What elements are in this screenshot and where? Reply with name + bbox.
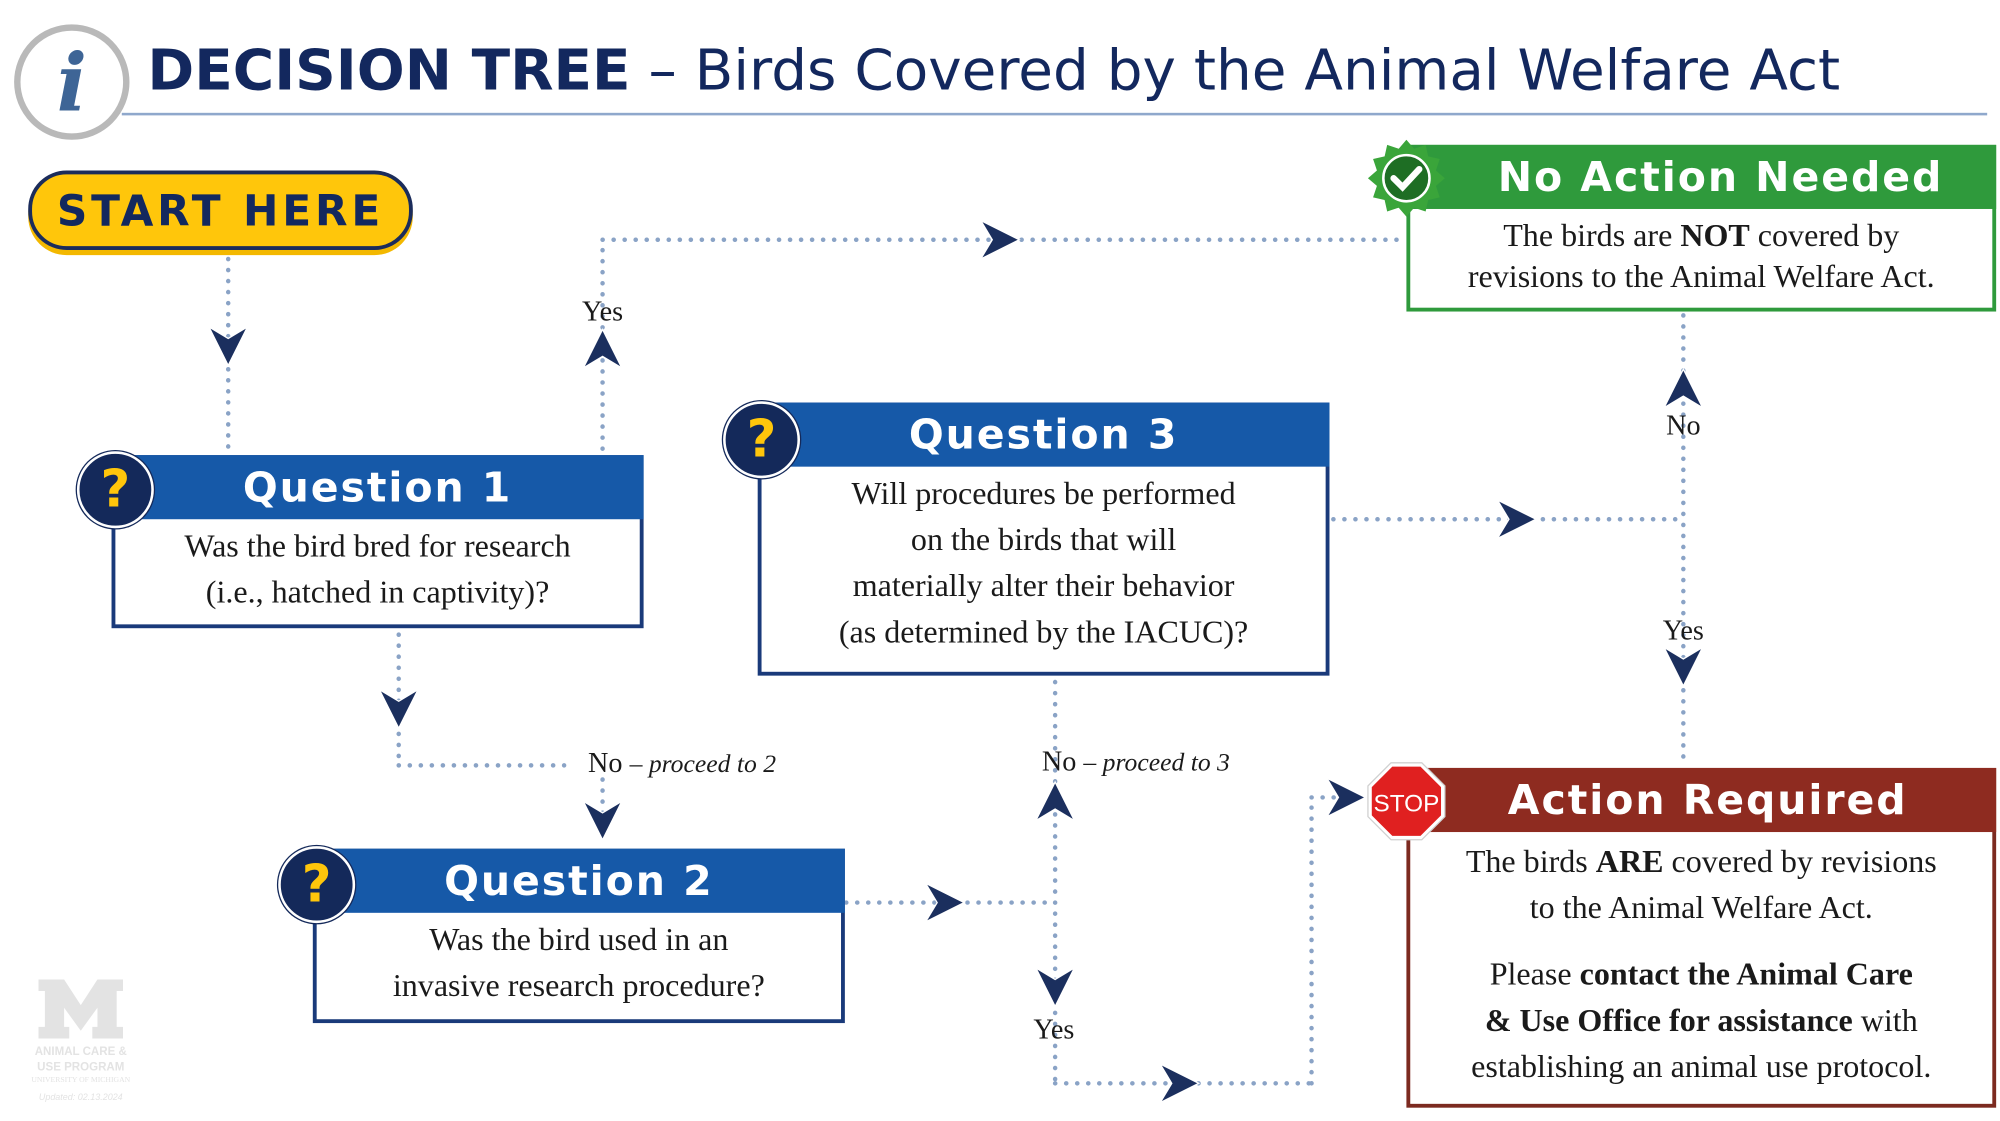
arrowhead-icon — [581, 799, 624, 842]
question-3-box: Question 3 Will procedures be performed … — [757, 402, 1330, 676]
block-m-logo — [38, 979, 124, 1039]
question-mark-icon: ? — [723, 401, 800, 479]
q2-yes-label: Yes — [1033, 1012, 1075, 1045]
no-action-box: No Action Needed The birds are NOT cover… — [1406, 144, 1997, 312]
text: Please — [1489, 957, 1580, 993]
arrowhead-icon — [979, 218, 1021, 261]
title-rest: – Birds Covered by the Animal Welfare Ac… — [630, 38, 1841, 104]
text-line: & Use Office for assistance with — [1410, 999, 1992, 1045]
no-action-text: The birds are NOT covered by revisions t… — [1410, 209, 1992, 299]
arrowhead-icon — [377, 688, 420, 730]
question-1-title: Question 1 — [111, 455, 644, 520]
q3-no-label: No — [1666, 408, 1701, 442]
q1-no-label: No – proceed to 2 — [588, 746, 776, 779]
arrowhead-icon — [1034, 780, 1076, 823]
question-1-box: Question 1 Was the bird bred for researc… — [111, 455, 644, 629]
arrowhead-icon — [923, 881, 966, 924]
arrowhead-icon — [1158, 1062, 1201, 1105]
question-1-text: Was the bird bred for research (i.e., ha… — [115, 519, 639, 616]
question-3-title: Question 3 — [757, 402, 1330, 467]
text-line: The birds are NOT covered by — [1410, 217, 1992, 258]
question-2-box: Question 2 Was the bird used in an invas… — [312, 848, 845, 1024]
text-line: The birds ARE covered by revisions — [1410, 840, 1992, 886]
text-line: establishing an animal use protocol. — [1471, 1049, 1932, 1085]
arrowhead-icon — [1495, 498, 1538, 541]
arrowhead-icon — [1662, 645, 1705, 688]
text-note: – proceed to 3 — [1083, 748, 1230, 777]
logo-line-1: ANIMAL CARE & — [34, 1044, 127, 1058]
question-2-title: Question 2 — [312, 848, 845, 913]
arrowhead-icon — [1662, 367, 1705, 410]
arrowhead-icon — [581, 328, 624, 370]
question-mark-icon: ? — [76, 451, 154, 529]
q1-yes-label: Yes — [582, 294, 624, 327]
text-line: (as determined by the IACUC)? — [838, 615, 1249, 650]
start-here-badge: START HERE — [28, 170, 413, 250]
q2-no-label: No – proceed to 3 — [1042, 745, 1230, 778]
logo-line-3: UNIVERSITY OF MICHIGAN — [31, 1076, 131, 1085]
text-line: Will procedures be performed — [851, 476, 1236, 512]
title-divider — [121, 112, 1988, 116]
text: covered by revisions — [1663, 844, 1937, 880]
info-icon: i — [14, 24, 130, 140]
text-line: (i.e., hatched in captivity)? — [205, 575, 550, 611]
check-badge-icon — [1367, 139, 1445, 217]
text: The birds are — [1503, 219, 1681, 254]
action-required-title: Action Required — [1406, 767, 1997, 833]
text: No — [1041, 744, 1077, 777]
arrowhead-icon — [1325, 776, 1367, 819]
text-line: Was the bird bred for research — [184, 529, 571, 565]
question-3-text: Will procedures be performed on the bird… — [762, 467, 1326, 657]
text-line: Please contact the Animal Care — [1410, 953, 1992, 999]
action-required-box: Action Required The birds ARE covered by… — [1406, 767, 1997, 1108]
text-bold: ARE — [1595, 844, 1664, 880]
title-bold: DECISION TREE — [147, 38, 631, 104]
university-logo-watermark: ANIMAL CARE & USE PROGRAM UNIVERSITY OF … — [13, 979, 149, 1105]
text-line: Was the bird used in an — [429, 923, 729, 958]
q3-yes-label: Yes — [1662, 614, 1704, 647]
text-bold: NOT — [1680, 219, 1750, 254]
text-line: revisions to the Animal Welfare Act. — [1467, 260, 1935, 295]
logo-line-2: USE PROGRAM — [37, 1060, 125, 1074]
stop-label: STOP — [1373, 791, 1439, 818]
arrowhead-icon — [1034, 966, 1076, 1008]
text: with — [1852, 1003, 1918, 1039]
text-line: on the birds that will — [910, 523, 1177, 558]
text: No — [588, 746, 623, 779]
text-bold: & Use Office for assistance — [1484, 1003, 1853, 1039]
text-line: invasive research procedure? — [392, 969, 765, 1004]
text: covered by — [1749, 219, 1900, 254]
stop-sign-icon: STOP — [1367, 762, 1446, 841]
text-line: to the Animal Welfare Act. — [1529, 891, 1873, 926]
text: The birds — [1465, 844, 1596, 880]
action-required-text: The birds ARE covered by revisions to th… — [1410, 832, 1992, 1091]
arrowhead-icon — [207, 325, 249, 367]
no-action-title: No Action Needed — [1406, 144, 1997, 209]
text-line: materially alter their behavior — [852, 569, 1235, 604]
logo-updated: Updated: 02.13.2024 — [38, 1093, 123, 1103]
text-note: – proceed to 2 — [629, 749, 777, 779]
question-2-text: Was the bird used in an invasive researc… — [317, 913, 841, 1010]
text-bold: contact the Animal Care — [1579, 957, 1913, 993]
question-mark-icon: ? — [278, 846, 356, 924]
page-title: DECISION TREE – Birds Covered by the Ani… — [147, 38, 1840, 103]
